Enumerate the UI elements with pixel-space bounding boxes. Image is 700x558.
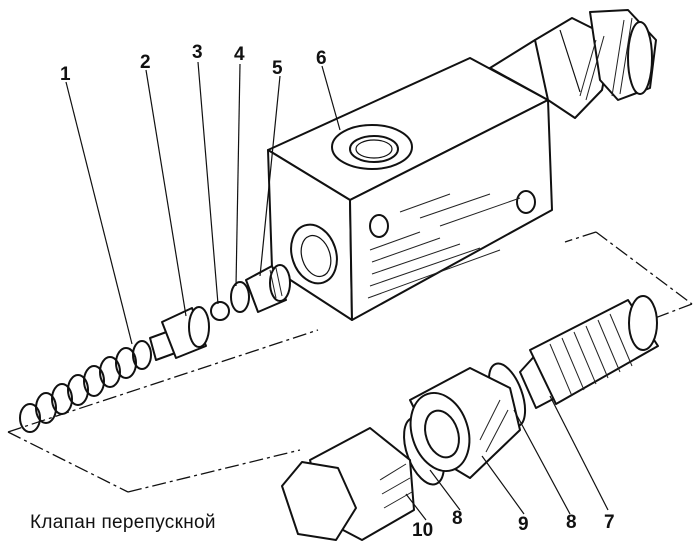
body-shading (367, 193, 521, 299)
callout-1: 1 (60, 64, 71, 85)
threaded-fitting (519, 295, 659, 409)
callout-6: 6 (316, 48, 327, 69)
union-nut (409, 367, 521, 479)
callout-8-left: 8 (452, 508, 463, 529)
assembly-outline (7, 231, 693, 493)
callout-2: 2 (140, 52, 151, 73)
figure-caption: Клапан перепускной (30, 512, 216, 533)
callout-8-right: 8 (566, 512, 577, 533)
rear-fitting (489, 9, 657, 119)
callout-4: 4 (234, 44, 245, 65)
hex-plug (281, 427, 415, 541)
ball (210, 301, 230, 321)
spring (19, 340, 152, 433)
callout-5: 5 (272, 58, 283, 79)
leader-lines (65, 61, 609, 521)
valve-seat (245, 264, 291, 313)
callout-labels: 1 2 3 4 5 6 7 8 8 9 10 (60, 42, 615, 541)
callout-10: 10 (412, 520, 433, 541)
plunger (149, 306, 210, 361)
callout-7: 7 (604, 512, 615, 533)
valve-body (267, 57, 553, 321)
callout-3: 3 (192, 42, 203, 63)
o-ring-small (230, 281, 250, 313)
callout-9: 9 (518, 514, 529, 535)
